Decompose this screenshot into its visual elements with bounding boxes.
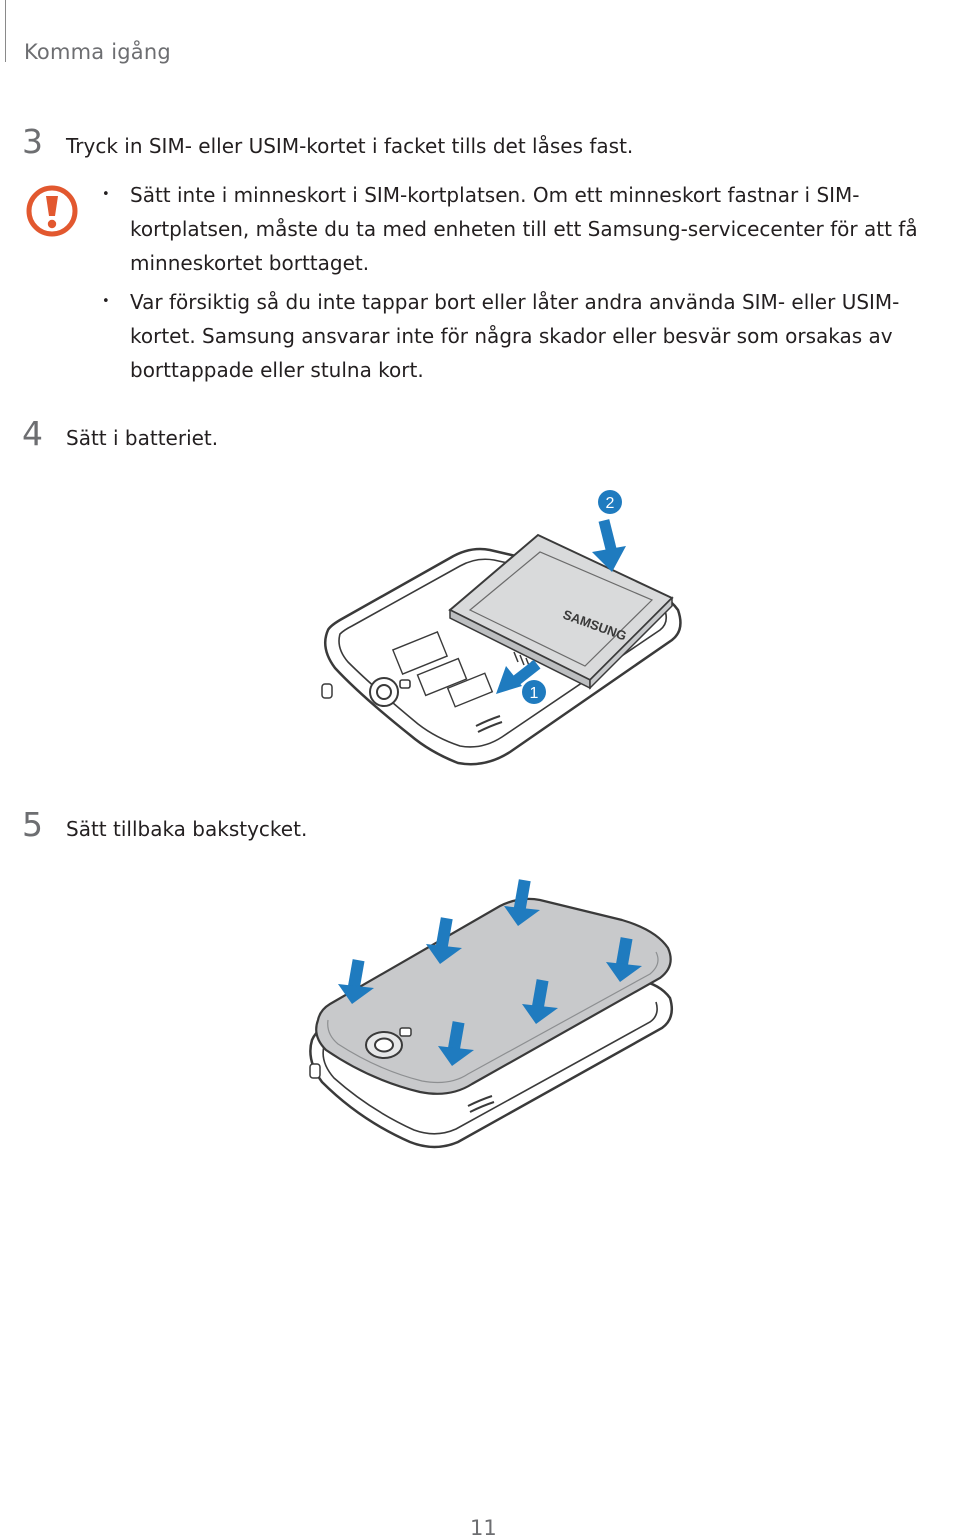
step-text: Sätt tillbaka bakstycket.	[66, 817, 308, 841]
battery-shape: SAMSUNG	[448, 533, 674, 690]
caution-bullet-item: Sätt inte i minneskort i SIM-kortplatsen…	[100, 178, 960, 280]
page-number: 11	[470, 1516, 497, 1540]
diagonal-arrow-icon	[496, 659, 541, 694]
svg-text:1: 1	[530, 685, 539, 702]
step-4: 4 Sätt i batteriet.	[22, 414, 218, 453]
svg-text:2: 2	[606, 495, 615, 512]
step-number: 5	[22, 805, 43, 844]
down-arrow-icon	[426, 917, 462, 964]
battery-insert-illustration: SAMSUNG 2 1	[300, 480, 700, 780]
down-arrow-icon	[522, 979, 558, 1024]
page-edge-line	[5, 0, 6, 62]
down-arrow-icon	[504, 879, 540, 926]
step-text: Tryck in SIM- eller USIM-kortet i facket…	[66, 134, 634, 158]
caution-bullet-item: Var försiktig så du inte tappar bort ell…	[100, 285, 960, 387]
down-arrow-icon	[438, 1021, 474, 1066]
down-arrow-icon	[592, 519, 626, 572]
down-arrow-icon	[606, 937, 642, 982]
back-cover-illustration	[300, 870, 700, 1160]
step-number: 3	[22, 122, 43, 161]
section-title: Komma igång	[24, 40, 171, 64]
back-cover-shape	[315, 897, 672, 1095]
caution-bullet-list: Sätt inte i minneskort i SIM-kortplatsen…	[100, 178, 960, 392]
down-arrow-icon	[338, 959, 374, 1004]
step-3: 3 Tryck in SIM- eller USIM-kortet i fack…	[22, 122, 633, 161]
step-marker-1: 1	[522, 680, 546, 704]
step-number: 4	[22, 414, 43, 453]
step-5: 5 Sätt tillbaka bakstycket.	[22, 805, 307, 844]
caution-exclamation-icon	[24, 183, 80, 239]
step-text: Sätt i batteriet.	[66, 426, 219, 450]
step-marker-2: 2	[598, 490, 622, 514]
